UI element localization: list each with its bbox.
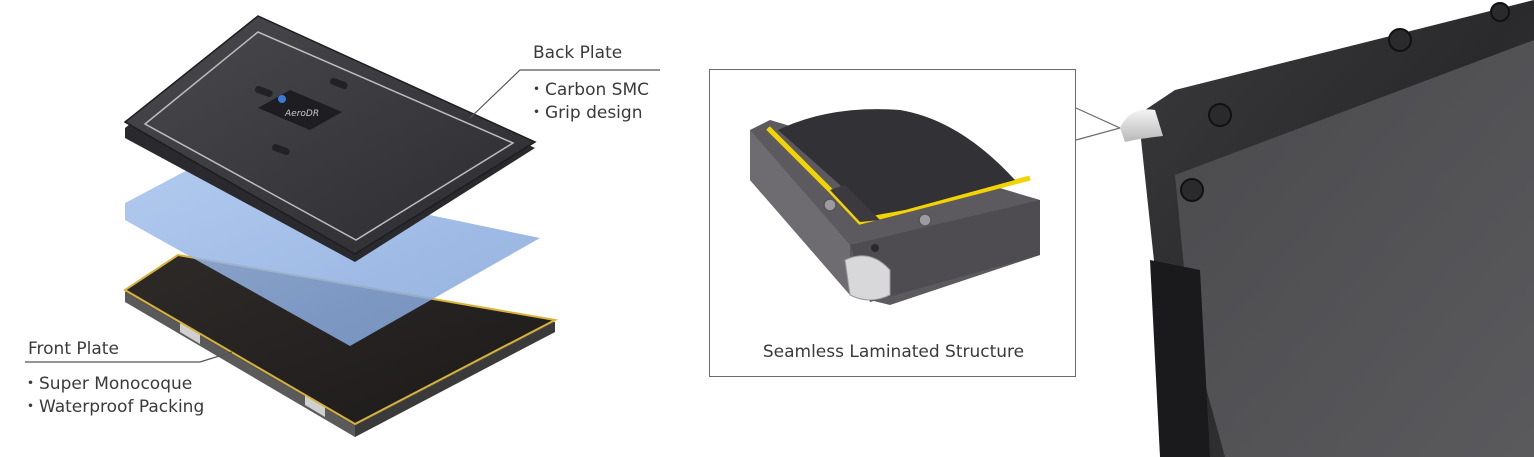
back-plate-leader [469, 69, 660, 119]
front-plate-feature-1: ・Super Monocoque [22, 374, 193, 394]
panel-corner-photo [1120, 0, 1534, 457]
detail-caption: Seamless Laminated Structure [762, 342, 1025, 362]
back-plate-logo: AeroDR [284, 109, 319, 119]
back-plate-feature-2: ・Grip design [528, 103, 643, 123]
back-plate-title: Back Plate [533, 43, 623, 63]
front-plate-leader [25, 351, 233, 363]
front-plate-title: Front Plate [28, 339, 119, 359]
back-plate-feature-1: ・Carbon SMC [528, 80, 649, 100]
detail-callout-box: Seamless Laminated Structure [709, 69, 1076, 377]
exploded-panel-illustration: AeroDR [25, 15, 660, 437]
screw-icon [871, 244, 879, 252]
screw-icon [918, 213, 932, 227]
screw-icon [823, 198, 837, 212]
screw-icon [1388, 28, 1412, 52]
blue-detector-layer [125, 166, 540, 346]
callout-pointer [1075, 107, 1122, 141]
front-plate-feature-2: ・Waterproof Packing [22, 397, 205, 417]
corner-cutaway-illustration [750, 109, 1040, 305]
back-plate-shape: AeroDR [123, 15, 537, 262]
screw-icon [1490, 2, 1510, 22]
brand-logo-icon [278, 95, 286, 103]
screw-icon [1208, 103, 1232, 127]
screw-icon [1180, 178, 1204, 202]
